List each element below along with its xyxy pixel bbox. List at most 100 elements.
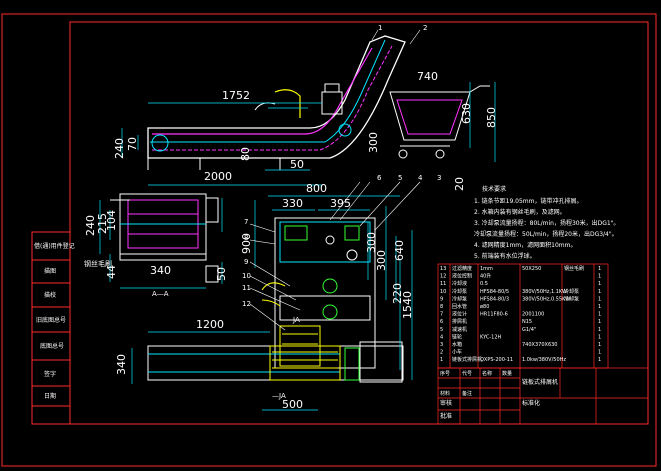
bom-cell: 回水管: [452, 303, 467, 310]
bom-cell: 380V/50Hz,1.1KW: [522, 289, 567, 295]
bom-header-cell: 代号: [462, 370, 472, 377]
side-label: 底图总号: [40, 342, 64, 350]
bom-cell: 1: [598, 312, 601, 318]
bom-cell: 1: [598, 274, 601, 280]
bom-cell: 冷却泵: [452, 295, 467, 302]
bom-cell: 10: [440, 289, 446, 295]
dim-330: 330: [282, 197, 303, 210]
title-appr: 批准: [440, 412, 452, 420]
dim-220: 220: [391, 283, 404, 304]
dim-240b: 240: [84, 215, 97, 236]
svg-text:1. 链条节距19.05mm，链带冲孔排屑。: 1. 链条节距19.05mm，链带冲孔排屑。: [474, 197, 583, 205]
side-label: 借(通)用件登记: [34, 242, 75, 250]
svg-text:4. 滤网精度1mm，滤网面积10mm。: 4. 滤网精度1mm，滤网面积10mm。: [474, 241, 576, 249]
dim-630: 630: [460, 103, 473, 124]
end-view: [110, 193, 219, 283]
title-name: 链板式排屑机: [522, 378, 558, 386]
bom-cell: 冷却泵: [564, 288, 579, 295]
svg-text:5. 前端装有水位浮球。: 5. 前端装有水位浮球。: [474, 252, 536, 260]
bom-cell: 4: [440, 334, 443, 340]
dim-300c: 300: [375, 250, 388, 271]
dim-340a: 340: [150, 264, 171, 277]
dim-70: 70: [126, 137, 139, 151]
bom-cell: 1.0kw/380V/50Hz: [522, 357, 566, 363]
bom-header-cell: 序号: [440, 370, 450, 377]
filter-label: 钢丝毛刷: [84, 259, 112, 268]
dim-44: 44: [105, 265, 118, 279]
bom-cell: 1: [598, 319, 601, 325]
svg-text:冷却泵流量扬程：50L/min，扬程20米，出DG3/4"。: 冷却泵流量扬程：50L/min，扬程20米，出DG3/4"。: [474, 230, 618, 238]
bom-cell: 1: [440, 357, 443, 363]
bom-cell: 1: [598, 334, 601, 340]
bom-cell: 1: [598, 357, 601, 363]
dim-215: 215: [96, 213, 109, 234]
section-ja-bottom: —JA: [272, 392, 286, 400]
bom-cell: 1: [598, 327, 601, 333]
dim-300: 300: [367, 132, 380, 153]
dim-500: 500: [282, 398, 303, 411]
side-panel: [31, 231, 71, 425]
bom-cell: G1/4": [522, 327, 536, 333]
bom-cell: 1mm: [480, 266, 493, 272]
bom-cell: 5: [440, 327, 443, 333]
bom-cell: 3: [440, 342, 443, 348]
bom-header-cell: 名称: [482, 370, 492, 377]
dim-80: 80: [239, 147, 252, 161]
bottom-plan-view: [147, 341, 404, 383]
side-label: 旧底图总号: [36, 316, 66, 324]
section-aa: A—A: [152, 290, 169, 298]
bom-cell: 排屑机: [452, 318, 467, 325]
title-chk: 审核: [440, 399, 452, 407]
bom-cell: HFS84-80/5: [480, 289, 509, 295]
balloon-7: 7: [244, 218, 248, 226]
bom-cell: 1: [598, 304, 601, 310]
bom-cell: 12: [440, 274, 446, 280]
bom-cell: 冷却泵: [452, 288, 467, 295]
bom-cell: 2: [440, 350, 443, 356]
svg-text:3. 冷却泵流量扬程：80L/min，扬程30米，出DG1": 3. 冷却泵流量扬程：80L/min，扬程30米，出DG1"。: [474, 219, 619, 227]
bom-cell: KYC-12H: [480, 334, 502, 340]
section-ja-top: —JA: [286, 316, 300, 324]
bom-cell: 小车: [452, 349, 462, 356]
dim-395: 395: [330, 197, 351, 210]
bom-cell: HFS84-80/3: [480, 296, 509, 302]
svg-text:2. 水箱内装有钢丝毛刷，及滤网。: 2. 水箱内装有钢丝毛刷，及滤网。: [474, 208, 566, 216]
tech-notes: 技术要求 1. 链条节距19.05mm，链带冲孔排屑。 2. 水箱内装有钢丝毛刷…: [474, 185, 619, 260]
bom-cell: 1: [598, 342, 601, 348]
dim-50: 50: [290, 158, 304, 171]
bom-cell: 0.5: [480, 281, 488, 287]
bom-cell: 13: [440, 266, 446, 272]
balloon-5: 5: [398, 174, 402, 182]
side-label: 签字: [44, 370, 56, 378]
bom-header-cell: 材料: [440, 390, 450, 397]
bom-cell: N15: [522, 319, 532, 325]
bom-cell: 1: [598, 350, 601, 356]
bom-cell: 液位计: [452, 311, 467, 318]
balloon-6: 6: [377, 174, 382, 182]
inner-frame: [69, 21, 649, 425]
title-std: 标准化: [522, 399, 540, 407]
balloon-8: 8: [244, 234, 248, 242]
svg-text:技术要求: 技术要求: [482, 185, 506, 193]
balloon-12: 12: [242, 300, 251, 308]
bom-cell: 水箱: [452, 341, 462, 348]
dim-300b: 300: [365, 232, 378, 253]
bom-cell: 1: [598, 289, 601, 295]
outer-frame: [1, 13, 657, 467]
balloon-1: 1: [378, 24, 382, 32]
bom-header: 序号代号名称数量材料备注: [440, 370, 512, 397]
side-label: 日期: [44, 392, 56, 400]
dim-340b: 340: [115, 354, 128, 375]
dim-800: 800: [306, 182, 327, 195]
bom-cell: 40升: [480, 273, 491, 280]
bom-header-cell: 数量: [502, 370, 512, 377]
bom-cell: 过滤精度: [452, 265, 472, 272]
bom-cell: 1: [598, 296, 601, 302]
balloon-2: 2: [423, 24, 427, 32]
leader-lines: [249, 29, 421, 331]
title-block: [437, 367, 649, 425]
bom-cell: 7: [440, 312, 443, 318]
